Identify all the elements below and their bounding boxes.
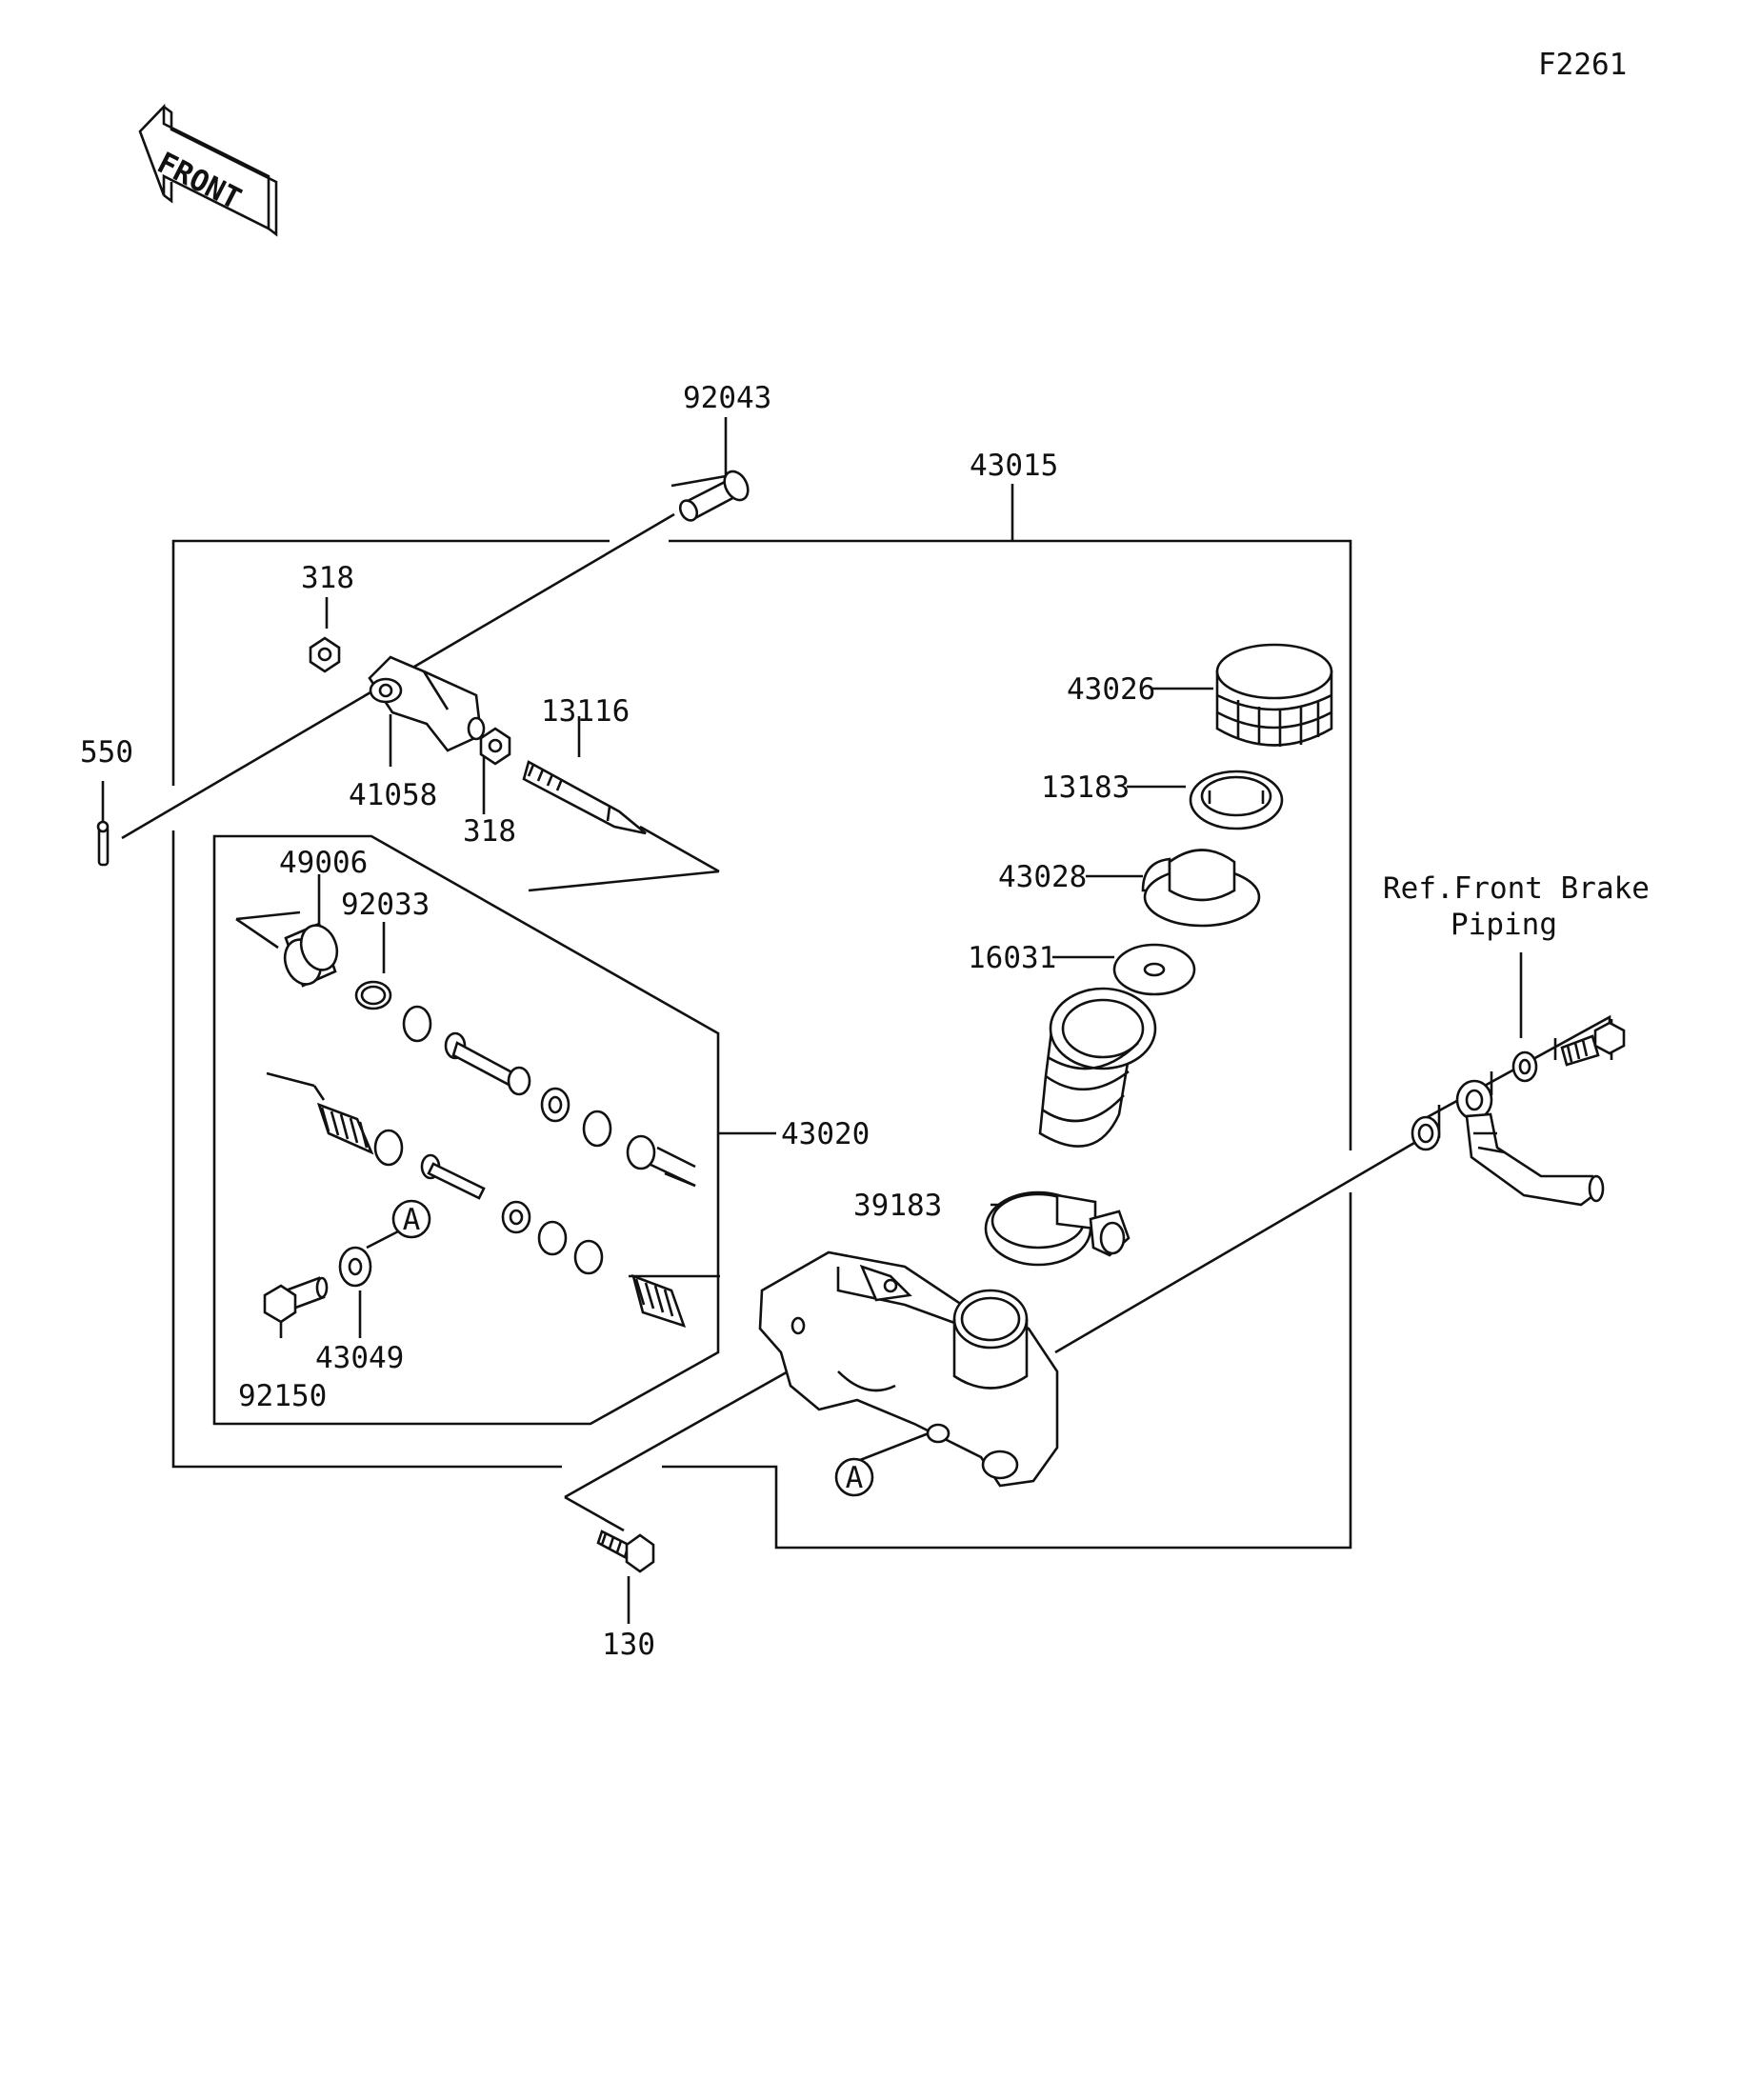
leader-lines xyxy=(101,417,1415,1624)
part-label-318-lower: 318 xyxy=(463,814,516,849)
plate-16031 xyxy=(1112,943,1196,996)
part-label-43028: 43028 xyxy=(998,860,1087,894)
figure-code: F2261 xyxy=(1538,48,1627,82)
clevis-41058 xyxy=(368,655,486,752)
circlip-92033 xyxy=(354,980,392,1010)
pin-92043 xyxy=(678,470,750,522)
part-label-41058: 41058 xyxy=(349,778,437,812)
part-label-130: 130 xyxy=(602,1628,655,1662)
assembly-bracket-43020 xyxy=(212,834,776,1426)
dust-seal-49006 xyxy=(283,922,339,988)
part-label-13183: 13183 xyxy=(1041,770,1130,805)
part-label-550: 550 xyxy=(80,735,133,770)
part-label-92033: 92033 xyxy=(341,888,430,922)
part-label-43049: 43049 xyxy=(315,1341,404,1375)
marker-a-body-label: A xyxy=(846,1461,864,1495)
cotter-pin-550 xyxy=(96,820,110,867)
ref-note-line2: Piping xyxy=(1451,908,1557,942)
gasket-left xyxy=(1411,1115,1441,1151)
diaphragm-43028 xyxy=(1141,849,1261,928)
part-label-43015: 43015 xyxy=(970,449,1058,483)
banjo-bolt xyxy=(1560,1021,1626,1067)
spring-lower xyxy=(631,1273,687,1329)
marker-a-kit-label: A xyxy=(403,1203,421,1237)
banjo-fitting xyxy=(1455,1079,1605,1207)
part-label-43020: 43020 xyxy=(781,1117,870,1151)
master-cylinder-body xyxy=(758,1250,1059,1488)
secondary-piston xyxy=(373,1129,604,1275)
part-label-318-upper: 318 xyxy=(301,561,354,595)
piston-assembly xyxy=(402,1005,696,1170)
part-label-92043: 92043 xyxy=(683,381,771,415)
washer-43049 xyxy=(338,1246,372,1288)
part-label-43026: 43026 xyxy=(1067,672,1155,707)
part-label-92150: 92150 xyxy=(238,1379,327,1413)
marker-a-body: A xyxy=(834,1457,874,1497)
bolt-130 xyxy=(596,1530,655,1573)
part-label-39183: 39183 xyxy=(853,1189,942,1223)
front-arrow-icon: FRONT xyxy=(138,103,278,237)
clamp-39183 xyxy=(984,1190,1131,1267)
nut-318-lower xyxy=(479,727,511,766)
reservoir-cap-43026 xyxy=(1215,643,1333,747)
spring-upper xyxy=(316,1102,374,1155)
marker-a-kit: A xyxy=(391,1199,431,1239)
bolt-92150 xyxy=(263,1276,329,1324)
push-rod-13116 xyxy=(522,760,647,835)
part-label-13116: 13116 xyxy=(541,694,630,729)
dust-boot xyxy=(1038,987,1157,1148)
assembly-bracket-43015 xyxy=(171,484,1352,1550)
part-label-49006: 49006 xyxy=(279,846,368,880)
part-label-16031: 16031 xyxy=(968,941,1056,975)
ref-note-line1: Ref.Front Brake xyxy=(1383,871,1650,906)
plate-13183 xyxy=(1189,770,1284,830)
gasket-right xyxy=(1511,1050,1538,1083)
nut-318-upper xyxy=(309,636,341,673)
